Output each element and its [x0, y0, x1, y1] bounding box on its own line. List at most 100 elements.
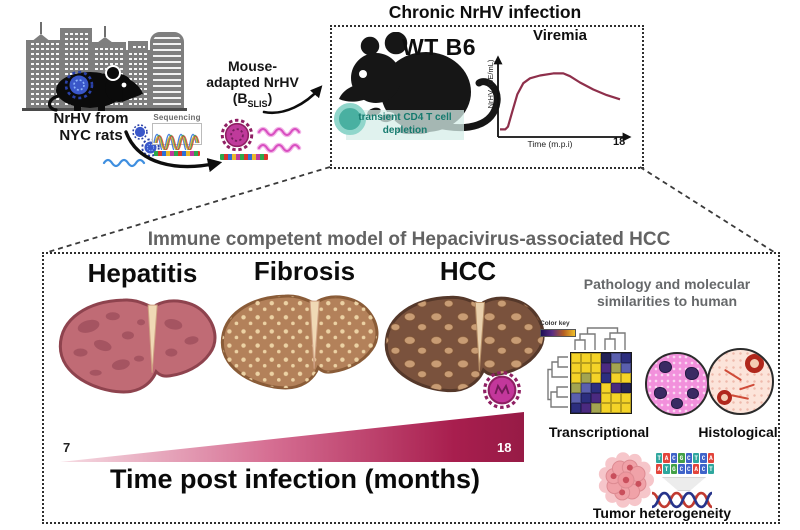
virus-blue-icon	[64, 70, 94, 100]
virus-pink-icon	[220, 118, 254, 152]
color-key-label: Color key	[540, 320, 570, 327]
nucleotide-tile: T	[692, 453, 700, 463]
nucleotide-tile: G	[678, 453, 685, 463]
fibrous-streak	[739, 383, 755, 391]
heatmap-cell	[621, 373, 631, 383]
nucleotide-tile: A	[656, 464, 663, 474]
stage-label-hcc: HCC	[439, 256, 497, 286]
viremia-title: Viremia	[533, 27, 587, 44]
sequencing-label: Sequencing	[153, 113, 201, 122]
viremia-ylabel: NrHV (GE/mL)	[486, 59, 495, 109]
t-cell-icon	[334, 103, 366, 135]
viremia-plot	[493, 55, 632, 142]
heatmap-cell	[571, 393, 581, 403]
nucleotide-tile: A	[692, 464, 700, 474]
heatmap-cell	[621, 403, 631, 413]
adapted-virus-label: Mouse- adapted NrHV (BSLIS)	[195, 58, 310, 112]
heatmap-cell	[571, 353, 581, 363]
building-icon	[150, 32, 184, 108]
nucleotide-tile: G	[670, 464, 678, 474]
nucleotide-tile: A	[663, 453, 670, 463]
nucleotide-tile: T	[707, 464, 715, 474]
heatmap-cell	[581, 373, 591, 383]
transcriptional-label: Transcriptional	[548, 424, 650, 440]
heatmap-cell	[601, 373, 611, 383]
infection-box-title: Chronic NrHV infection	[388, 2, 582, 22]
virus-blue-icon	[132, 124, 148, 140]
adapted-virus-line3: (BSLIS)	[232, 90, 273, 109]
fibrous-streak	[730, 394, 750, 400]
rna-squiggle-blue-icon	[102, 158, 146, 168]
viremia-xmax-tick: 18	[613, 136, 626, 148]
liver-fibrosis-illustration	[220, 294, 379, 390]
heatmap-cell	[581, 403, 591, 413]
heatmap-cell	[611, 403, 621, 413]
model-box-title: Immune competent model of Hepacivirus-as…	[147, 229, 671, 250]
dna-helix-icon	[652, 491, 712, 509]
tumor-heterogeneity-label: Tumor heterogeneity	[592, 505, 732, 521]
nucleotide-tile: A	[707, 453, 715, 463]
heatmap-cell	[571, 383, 581, 393]
tumor-icon	[598, 452, 654, 508]
transcriptional-heatmap	[570, 352, 632, 414]
viremia-xlabel: Time (m.p.i)	[527, 139, 573, 149]
heatmap-cell	[571, 373, 581, 383]
heatmap-cell	[581, 353, 591, 363]
vessel-ring	[745, 354, 764, 373]
arrow-to-adapted-virus	[124, 130, 223, 173]
heatmap-cell	[581, 393, 591, 403]
nucleotide-tile: C	[670, 453, 678, 463]
heatmap-cell	[611, 363, 621, 373]
viremia-curve	[500, 72, 621, 131]
rat-icon	[47, 65, 143, 112]
similarity-panel-title: Pathology and molecular similarities to …	[583, 276, 751, 309]
heatmap-cell	[611, 393, 621, 403]
timeline-start-tick: 7	[63, 440, 71, 455]
heatmap-cell	[621, 393, 631, 403]
rna-squiggle-pink-icon	[256, 126, 302, 154]
heatmap-cell	[591, 383, 601, 393]
infection-box	[330, 25, 644, 169]
fibrous-streak	[723, 368, 743, 382]
stage-label-fibrosis: Fibrosis	[253, 256, 356, 286]
mouse-strain-label: WT B6	[402, 34, 477, 60]
nucleotide-tile: C	[678, 464, 685, 474]
tumor-focus-blob	[685, 367, 699, 380]
heatmap-cell	[601, 383, 611, 393]
heatmap-cell	[611, 373, 621, 383]
heatmap-cell	[591, 353, 601, 363]
viremia-chart: Viremia NrHV (GE/mL) Time (m.p.i) 18	[480, 27, 640, 159]
heatmap-cell	[601, 363, 611, 373]
sequence-bar-icon	[220, 154, 268, 160]
heatmap-cell	[601, 353, 611, 363]
chromatogram-icon	[152, 123, 202, 150]
adapted-virus-line1: Mouse-	[228, 58, 277, 74]
depletion-label: transient CD4 T cell depletion	[358, 112, 452, 136]
liver-hepatitis-illustration	[58, 298, 217, 394]
tumor-focus-blob	[659, 361, 672, 373]
heatmap-cell	[591, 363, 601, 373]
rats-source-line1: NrHV from	[53, 110, 129, 127]
antenna-icon	[40, 22, 42, 34]
heatmap-cell	[571, 363, 581, 373]
heatmap-cell	[621, 353, 631, 363]
tumor-focus-blob	[671, 398, 683, 409]
sequence-bar-icon	[154, 151, 200, 156]
nucleotide-tile: C	[685, 453, 692, 463]
stage-label-hepatitis: Hepatitis	[87, 258, 198, 288]
histology-mouse-icon	[645, 352, 709, 416]
vessel-ring	[717, 390, 732, 405]
liver-hcc-illustration	[384, 295, 545, 393]
nucleotide-tile: T	[663, 464, 670, 474]
tumor-focus-blob	[687, 388, 699, 399]
heatmap-cell	[591, 403, 601, 413]
nucleotide-tile: C	[700, 453, 707, 463]
heatmap-cell	[611, 353, 621, 363]
heatmap-cell	[581, 363, 591, 373]
heatmap-cell	[601, 393, 611, 403]
dendrogram-top	[574, 327, 626, 350]
heatmap-cell	[571, 403, 581, 413]
histology-human-icon	[707, 348, 774, 415]
adapted-virus-line2: adapted NrHV	[206, 74, 299, 90]
